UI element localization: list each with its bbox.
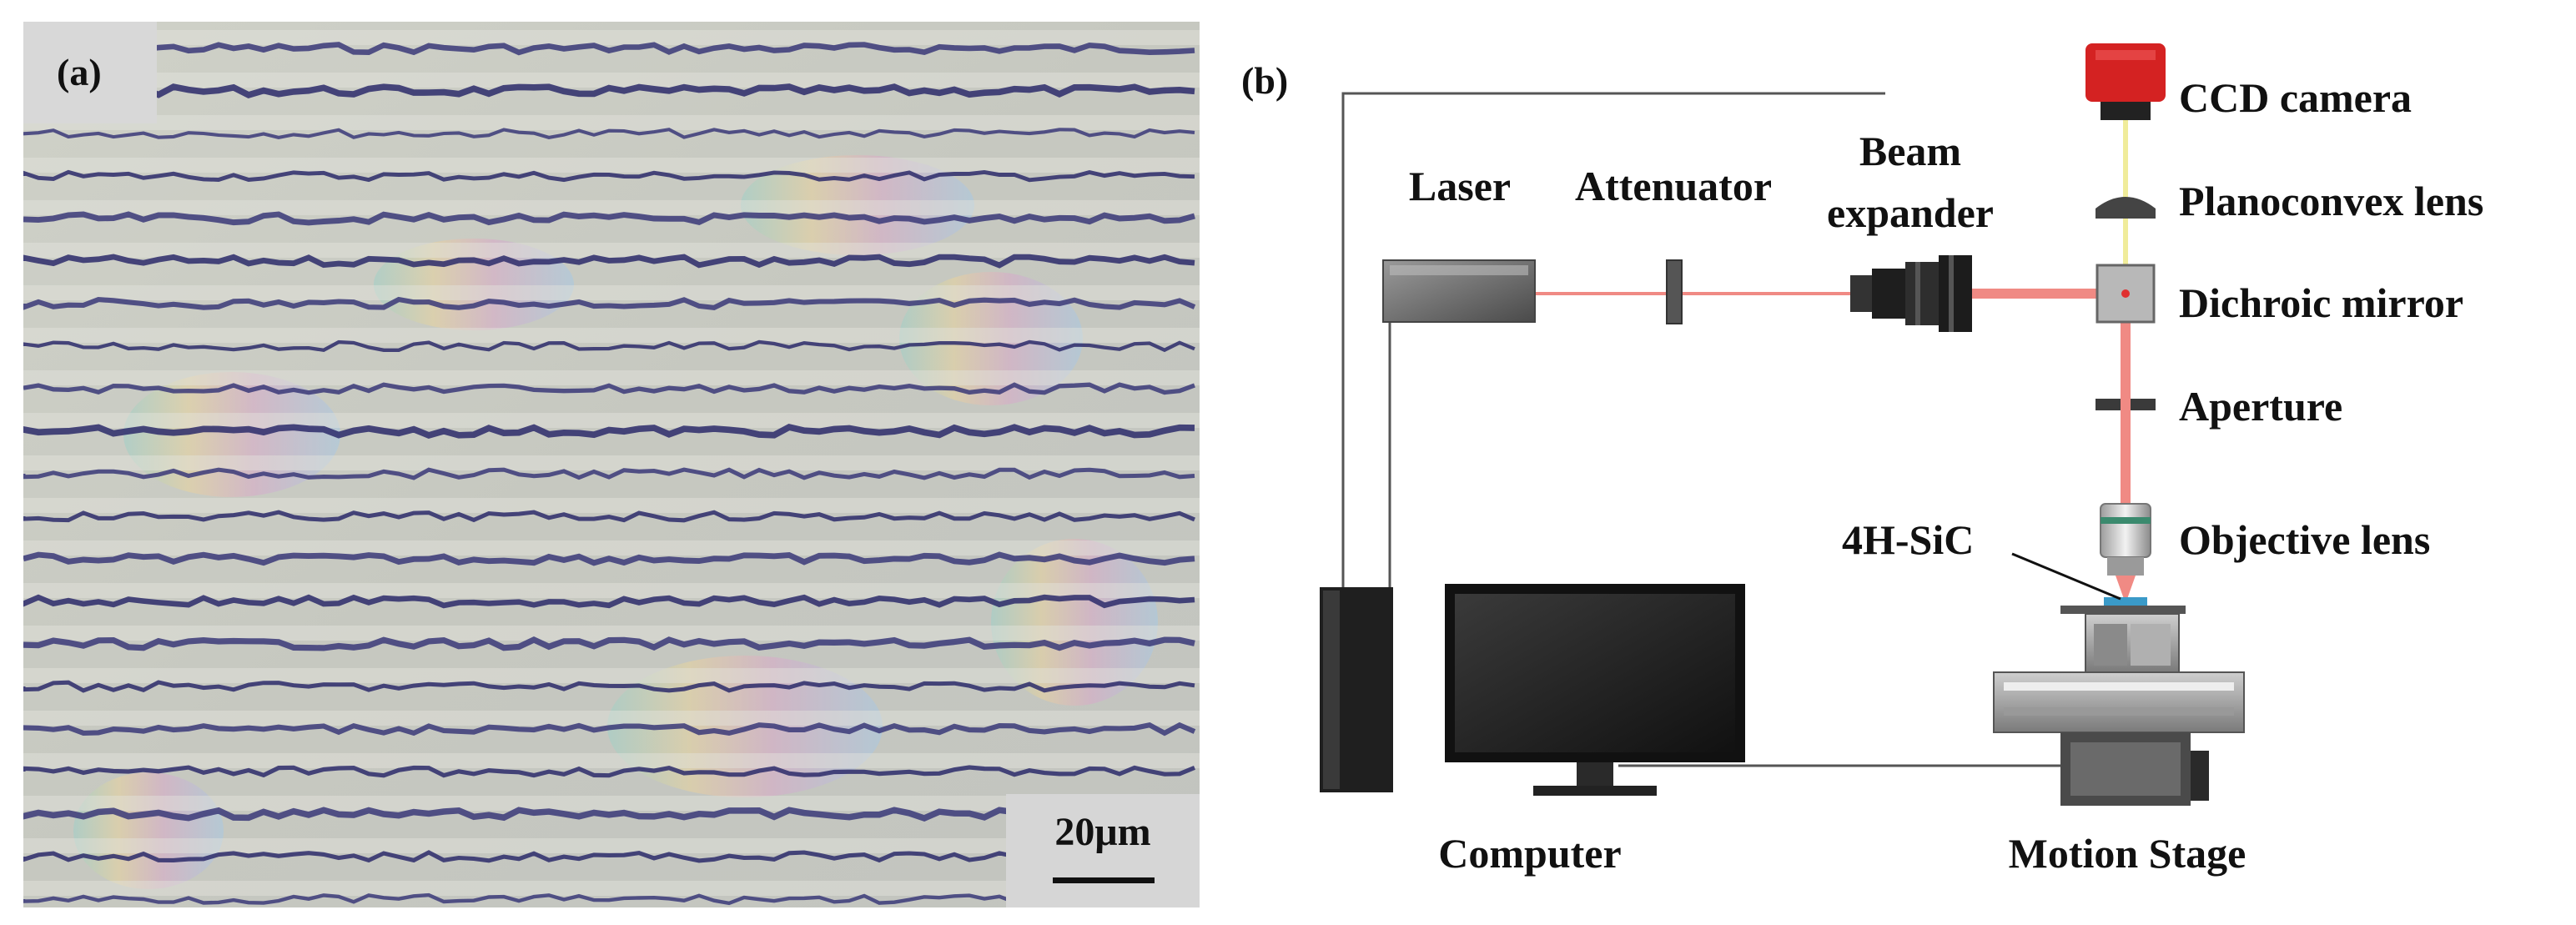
- laser-track: [23, 850, 1195, 863]
- micrograph-image: [23, 22, 1200, 907]
- laser-track: [23, 254, 1195, 269]
- laser-track: [23, 510, 1195, 523]
- laser-source: [1382, 259, 1536, 323]
- objective-lens: [2100, 503, 2151, 576]
- panel-a-label: (a): [57, 51, 102, 93]
- track-band: [23, 540, 1200, 556]
- attenuator: [1666, 259, 1683, 324]
- sample-4h-sic: [2104, 597, 2147, 606]
- scale-bar-box: 20μm: [1006, 794, 1200, 907]
- track-band: [23, 455, 1200, 470]
- aperture-label: Aperture: [2179, 383, 2342, 430]
- laser-track: [23, 636, 1195, 651]
- laser-track: [23, 382, 1195, 395]
- track-band: [23, 838, 1200, 853]
- aperture: [2096, 399, 2156, 410]
- track-band: [23, 413, 1200, 428]
- crystal-flake: [73, 772, 224, 889]
- laser-label: Laser: [1409, 163, 1511, 209]
- track-band: [23, 711, 1200, 726]
- panel-a-label-box: (a): [23, 22, 157, 123]
- laser-track: [23, 467, 1195, 480]
- micrograph-panel: (a) 20μm: [23, 22, 1200, 907]
- laser-track: [23, 424, 1195, 439]
- track-band: [23, 583, 1200, 598]
- objective-lens-label: Objective lens: [2179, 516, 2430, 563]
- ccd-camera: [2085, 43, 2166, 120]
- laser-track: [23, 807, 1196, 822]
- track-band: [23, 73, 1200, 88]
- scale-bar-line: [1053, 877, 1155, 883]
- laser-track: [23, 339, 1195, 353]
- track-band: [23, 498, 1200, 513]
- laser-track: [23, 42, 1195, 56]
- track-band: [23, 796, 1200, 811]
- laser-track: [23, 296, 1196, 311]
- track-band: [23, 158, 1200, 173]
- attenuator-label: Attenuator: [1575, 163, 1772, 209]
- track-band: [23, 115, 1200, 130]
- laser-track: [23, 721, 1196, 736]
- laser-track: [23, 83, 1195, 98]
- scale-bar-label: 20μm: [1054, 810, 1151, 854]
- laser-track: [23, 765, 1195, 778]
- track-band: [23, 200, 1200, 215]
- track-band: [23, 626, 1200, 641]
- track-band: [23, 243, 1200, 258]
- computer: [1320, 584, 1745, 796]
- track-band: [23, 668, 1200, 683]
- track-band: [23, 370, 1200, 385]
- dichroic-mirror: [2096, 264, 2156, 324]
- laser-track: [23, 892, 1195, 906]
- laser-track: [23, 551, 1195, 566]
- laser-track: [23, 680, 1195, 693]
- monitor-stand: [1577, 762, 1613, 787]
- track-band: [23, 753, 1200, 768]
- laser-tracks: [23, 30, 1200, 906]
- dichroic-mirror-label: Dichroic mirror: [2179, 279, 2463, 326]
- track-band: [23, 285, 1200, 300]
- focus-cone: [2116, 576, 2136, 599]
- laser-track: [23, 169, 1195, 183]
- motion-stage: [1993, 606, 2245, 806]
- crystal-flake: [123, 372, 340, 497]
- planoconvex-lens-label: Planoconvex lens: [2179, 178, 2483, 224]
- setup-schematic: (b) CCD camera Planoconvex lens Dichroic…: [1241, 43, 2483, 877]
- track-band: [23, 881, 1200, 896]
- track-band: [23, 328, 1200, 343]
- crystal-flake: [741, 155, 974, 255]
- motion-stage-label: Motion Stage: [2009, 830, 2246, 877]
- planoconvex-lens: [2096, 197, 2156, 219]
- crystal-flake: [991, 539, 1158, 706]
- beam-expander-label-line2: expander: [1827, 189, 1994, 236]
- laser-track: [23, 594, 1195, 609]
- panel-b-label: (b): [1241, 59, 1288, 102]
- computer-label: Computer: [1438, 830, 1621, 877]
- camera-cable: [1341, 92, 1885, 589]
- laser-track: [23, 128, 1195, 140]
- sample-label: 4H-SiC: [1842, 516, 1974, 563]
- laser-track: [23, 211, 1195, 226]
- sample-leader-line: [2011, 552, 2121, 601]
- ccd-camera-label: CCD camera: [2179, 74, 2412, 121]
- beam-expander-label-line1: Beam: [1859, 128, 1961, 174]
- track-band: [23, 30, 1200, 45]
- beam-expander: [1850, 255, 1972, 332]
